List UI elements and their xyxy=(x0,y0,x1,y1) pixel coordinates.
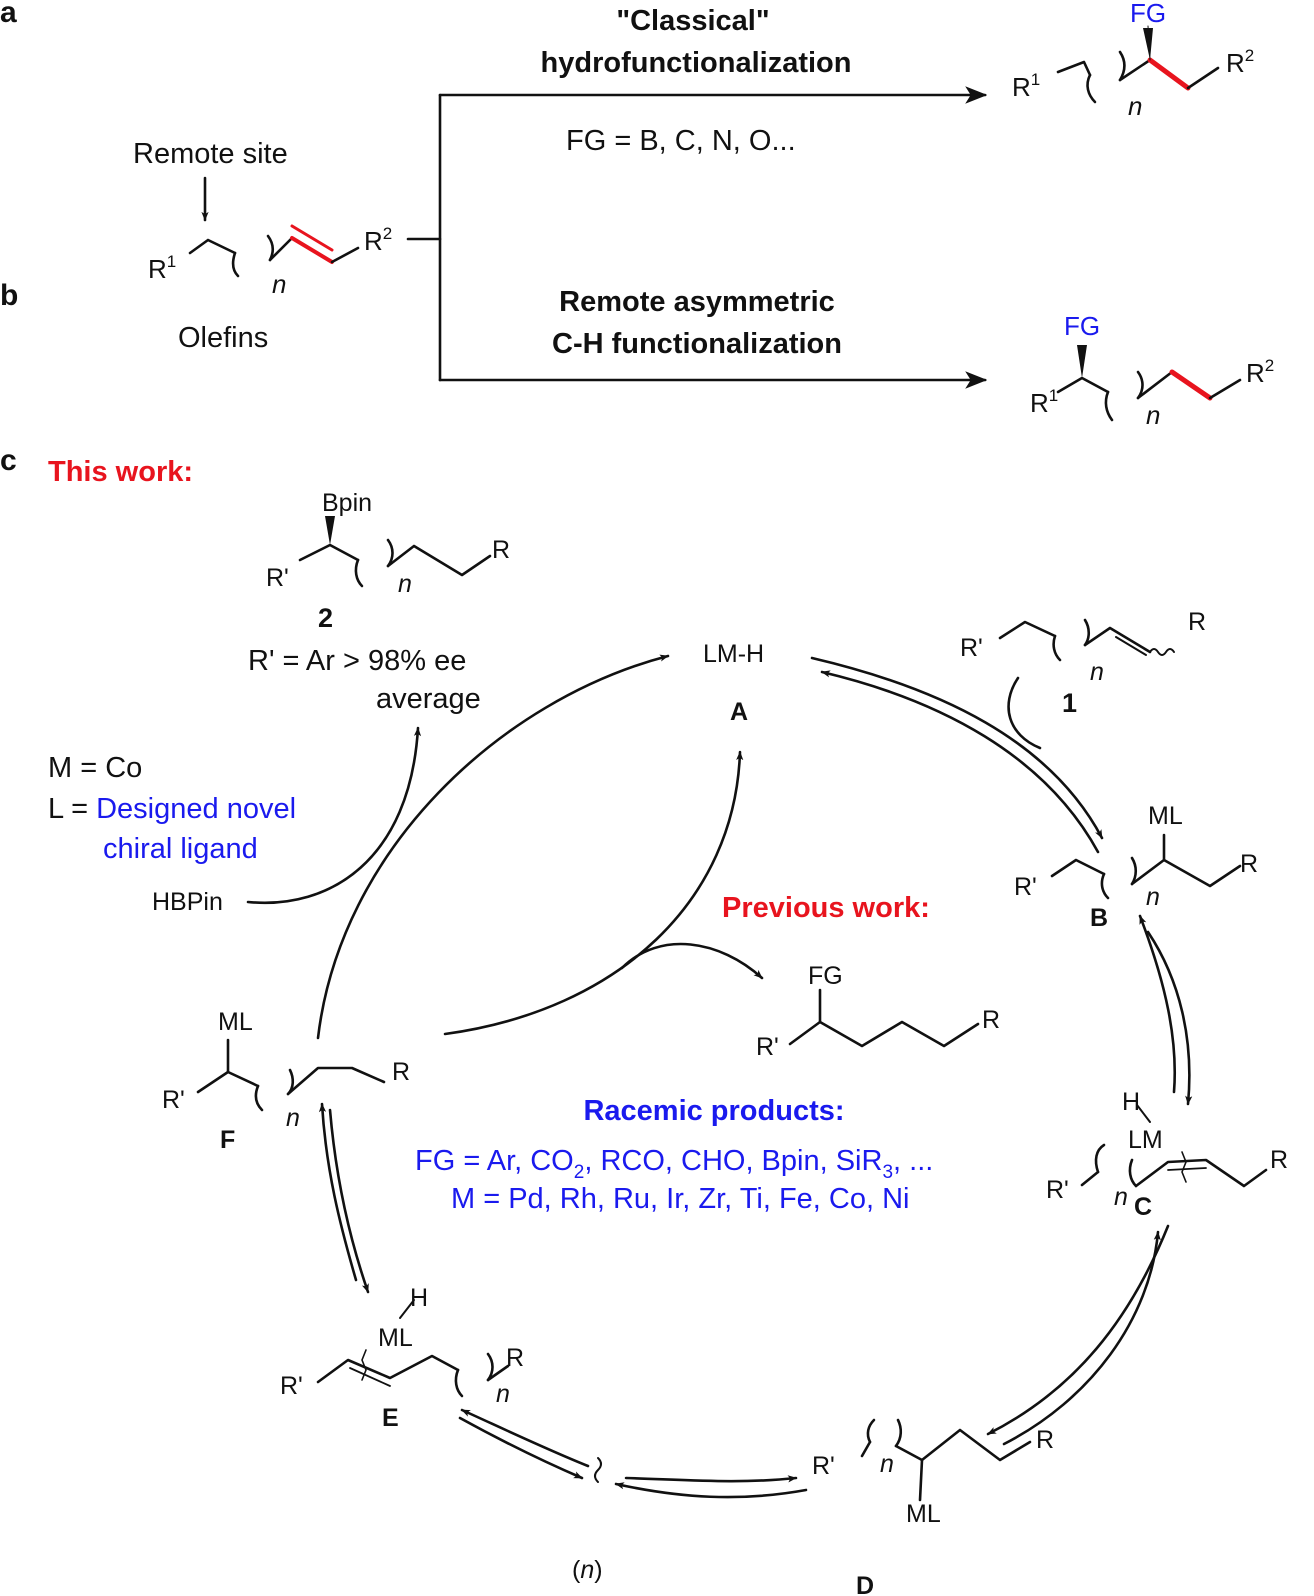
label-D: D xyxy=(856,1572,874,1596)
ligand-definition-2: chiral ligand xyxy=(103,833,258,865)
racemic-fg-list: FG = Ar, CO2, RCO, CHO, Bpin, SiR3, ... xyxy=(415,1145,933,1183)
previous-work-heading: Previous work: xyxy=(722,892,930,924)
olefin-n: n xyxy=(272,269,286,299)
wedge-bond xyxy=(325,516,335,545)
E-r: R xyxy=(506,1344,524,1372)
label-A: A xyxy=(730,698,748,726)
ee-line-1: R' = Ar > 98% ee xyxy=(248,645,466,677)
hbpin-label: HBPin xyxy=(152,888,223,916)
F-rprime: R' xyxy=(162,1086,185,1114)
B-r: R xyxy=(1240,850,1258,878)
panel-label-c: c xyxy=(0,444,17,477)
branch-arrows xyxy=(406,86,988,389)
B-ml: ML xyxy=(1148,802,1183,830)
product-2-r: R xyxy=(492,536,510,564)
panel-label-b: b xyxy=(0,279,18,312)
C-n: n xyxy=(1114,1183,1128,1211)
substrate-1-n: n xyxy=(1090,658,1104,686)
E-ml: ML xyxy=(378,1324,413,1352)
previous-r: R xyxy=(982,1006,1000,1034)
remote-fg: FG xyxy=(1064,311,1100,341)
wedge-bond xyxy=(1143,28,1153,60)
intermediate-F-structure xyxy=(196,1038,386,1112)
remote-site-label: Remote site xyxy=(133,138,288,170)
remote-title-1: Remote asymmetric xyxy=(559,286,835,318)
E-n: n xyxy=(496,1380,510,1408)
D-rprime: R' xyxy=(812,1452,835,1480)
squiggle-bond xyxy=(594,1457,602,1483)
E-rprime: R' xyxy=(280,1372,303,1400)
substrate-1-structure xyxy=(998,618,1175,662)
label-F: F xyxy=(220,1126,235,1154)
F-n: n xyxy=(286,1104,300,1132)
remote-r1: R1 xyxy=(1030,386,1058,418)
product-2-structure xyxy=(298,538,492,588)
catalyst-lmh: LM-H xyxy=(703,640,764,668)
olefin-substrate xyxy=(188,224,360,278)
wedge-bond xyxy=(1077,345,1087,378)
D-n: n xyxy=(880,1450,894,1478)
intermediate-C-structure xyxy=(1080,1104,1268,1188)
label-B: B xyxy=(1090,904,1108,932)
B-n: n xyxy=(1146,883,1160,911)
substrate-1-rprime: R' xyxy=(960,634,983,662)
racemic-metal-list: M = Pd, Rh, Ru, Ir, Zr, Ti, Fe, Co, Ni xyxy=(451,1183,909,1215)
C-lm: LM xyxy=(1128,1126,1163,1154)
product-2-rprime: R' xyxy=(266,564,289,592)
metal-definition: M = Co xyxy=(48,752,142,784)
C-rprime: R' xyxy=(1046,1176,1069,1204)
ee-line-2: average xyxy=(376,683,481,715)
label-E: E xyxy=(382,1404,399,1432)
classical-n: n xyxy=(1128,91,1142,121)
squiggle-n: (n) xyxy=(572,1556,603,1584)
F-r: R xyxy=(392,1058,410,1086)
label-C: C xyxy=(1134,1193,1152,1221)
this-work-heading: This work: xyxy=(48,456,193,488)
olefin-r2: R2 xyxy=(364,224,392,256)
remote-r2: R2 xyxy=(1246,356,1274,388)
C-r: R xyxy=(1270,1146,1288,1174)
classical-title-2: hydrofunctionalization xyxy=(541,47,852,79)
substrate-1-r: R xyxy=(1188,608,1206,636)
ligand-definition: L = Designed novel xyxy=(48,793,296,825)
F-ml: ML xyxy=(218,1008,253,1036)
fg-list: FG = B, C, N, O... xyxy=(566,125,796,157)
panel-label-a: a xyxy=(0,0,17,29)
classical-product xyxy=(1056,25,1220,104)
product-2-bpin: Bpin xyxy=(322,489,372,517)
product-2-n: n xyxy=(398,570,412,598)
cycle-arrows xyxy=(246,654,1193,1499)
olefin-r1: R1 xyxy=(148,252,176,284)
D-r: R xyxy=(1036,1426,1054,1454)
intermediate-E-structure xyxy=(316,1299,510,1398)
remote-title-2: C-H functionalization xyxy=(552,328,842,360)
racemic-heading: Racemic products: xyxy=(583,1095,844,1127)
E-h: H xyxy=(410,1284,428,1312)
classical-r2: R2 xyxy=(1226,46,1254,78)
remote-product xyxy=(1056,369,1242,422)
intermediate-B-structure xyxy=(1050,833,1242,900)
intermediate-D-structure xyxy=(860,1418,1032,1502)
classical-fg: FG xyxy=(1130,0,1166,28)
D-ml: ML xyxy=(906,1500,941,1528)
classical-r1: R1 xyxy=(1012,70,1040,102)
previous-fg: FG xyxy=(808,962,843,990)
remote-n: n xyxy=(1146,400,1160,430)
C-h: H xyxy=(1122,1088,1140,1116)
olefins-label: Olefins xyxy=(178,322,268,354)
compound-1-label: 1 xyxy=(1062,688,1077,718)
previous-rprime: R' xyxy=(756,1033,779,1061)
B-rprime: R' xyxy=(1014,873,1037,901)
classical-title-1: "Classical" xyxy=(616,5,769,37)
previous-product-structure xyxy=(788,988,980,1048)
compound-2-label: 2 xyxy=(318,603,333,633)
